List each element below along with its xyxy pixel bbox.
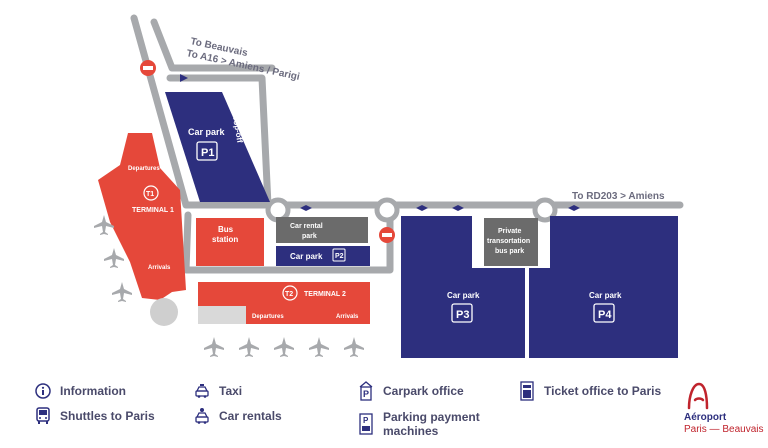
p1-car-park-label: Car park — [188, 127, 226, 137]
legend-car-rentals: Car rentals — [193, 405, 282, 427]
terminal-2-annex — [198, 306, 246, 324]
airplane-icon — [94, 215, 114, 235]
airplane-icon — [344, 337, 364, 357]
carpark-office-icon: P — [357, 380, 375, 402]
bus-station — [196, 218, 264, 266]
legend-information: Information — [34, 380, 126, 402]
arrivals-label-t1: Arrivals — [148, 265, 171, 271]
svg-text:P: P — [363, 416, 369, 425]
airplane-icon — [274, 337, 294, 357]
terminal-2-badge — [282, 285, 298, 301]
terminal-1-label: TERMINAL 1 — [132, 207, 174, 214]
p4-badge — [593, 303, 615, 323]
logo-name: Aéroport — [684, 412, 727, 423]
ticket-office-icon — [518, 380, 536, 402]
roundabout-3 — [532, 197, 558, 223]
main-access-road — [130, 14, 684, 209]
payment-machine-icon: P — [357, 413, 375, 435]
p4-car-park-label: Car park — [589, 291, 622, 300]
terminal-2-label: TERMINAL 2 — [304, 291, 346, 298]
legend-shuttles-label: Shuttles to Paris — [60, 409, 155, 423]
airplane-icon — [239, 337, 259, 357]
roundabout-2 — [374, 197, 400, 223]
p3-badge — [451, 303, 473, 323]
airplane-icon — [112, 282, 132, 302]
private-bus-label-1: Private — [498, 228, 521, 235]
terminal-1-badge-label: T1 — [146, 191, 154, 198]
legend-payment-line-2: machines — [383, 424, 439, 438]
p2-car-park-label: Car park — [290, 252, 323, 261]
car-rental-icon — [193, 405, 211, 427]
airport-logo — [687, 382, 709, 410]
legend-shuttles: Shuttles to Paris — [34, 405, 155, 427]
airplane-icon — [204, 337, 224, 357]
terminal-1-building — [98, 133, 186, 300]
car-rental-label-2: park — [302, 233, 317, 240]
legend-payment-machines-label: Parking payment machines — [383, 410, 480, 438]
road-to-beauvais — [150, 18, 276, 72]
p3-badge-label: P3 — [456, 309, 469, 321]
private-bus-label-3: bus park — [495, 248, 524, 255]
bus-station-label-1: Bus — [218, 225, 234, 234]
roundabouts — [265, 197, 558, 223]
svg-text:P: P — [363, 389, 369, 399]
grey-round-structure — [150, 298, 178, 326]
private-bus-park — [484, 218, 538, 266]
airplane-icon — [104, 248, 124, 268]
terminal-1-badge — [143, 185, 159, 201]
p1-badge-label: P1 — [201, 147, 214, 159]
departures-label-t2: Departures — [252, 314, 284, 320]
logo-mark — [687, 382, 709, 410]
arrow-icon — [568, 205, 580, 211]
legend-ticket-office: Ticket office to Paris — [518, 380, 661, 402]
arrow-icon — [180, 74, 188, 82]
legend-taxi-label: Taxi — [219, 384, 243, 398]
taxi-icon — [193, 380, 211, 402]
no-entry-icon — [140, 60, 156, 76]
p3-car-park — [401, 216, 525, 358]
shuttle-bus-icon — [34, 405, 52, 427]
airplane-icons — [94, 215, 364, 357]
arrow-icon — [416, 205, 428, 211]
legend-information-label: Information — [60, 384, 126, 398]
private-bus-label-2: transortation — [487, 238, 530, 245]
bus-station-label-2: station — [212, 235, 238, 244]
p4-car-park — [529, 216, 678, 358]
terminal-2-badge-label: T2 — [285, 291, 293, 298]
p2-badge — [332, 248, 346, 262]
p2-car-park — [276, 246, 370, 266]
direction-arrows — [180, 74, 580, 211]
legend-car-rentals-label: Car rentals — [219, 409, 282, 423]
car-rental-park — [276, 217, 368, 243]
legend-ticket-office-label: Ticket office to Paris — [544, 384, 662, 398]
airplane-icon — [309, 337, 329, 357]
no-entry-icon — [379, 227, 395, 243]
no-entry-signs — [140, 60, 395, 243]
legend-payment-line-1: Parking payment — [383, 410, 480, 424]
departures-label-t1: Departures — [128, 166, 160, 172]
logo-subtitle: Paris — Beauvais — [684, 424, 764, 435]
route-rd203-label: To RD203 > Amiens — [572, 191, 665, 202]
p1-loop-road — [166, 74, 272, 209]
p2-badge-label: P2 — [335, 253, 344, 260]
p3-car-park-label: Car park — [447, 291, 480, 300]
arrow-icon — [452, 205, 464, 211]
arrow-icon — [300, 205, 312, 211]
legend-carpark-office: P Carpark office — [357, 380, 464, 402]
p1-badge — [196, 141, 218, 161]
information-icon — [34, 380, 52, 402]
arrivals-label-t2: Arrivals — [336, 314, 359, 320]
legend-taxi: Taxi — [193, 380, 242, 402]
car-rental-label-1: Car rental — [290, 223, 323, 230]
legend-carpark-office-label: Carpark office — [383, 384, 464, 398]
p4-badge-label: P4 — [598, 309, 612, 321]
legend-payment-machines: P Parking payment machines — [357, 410, 480, 438]
